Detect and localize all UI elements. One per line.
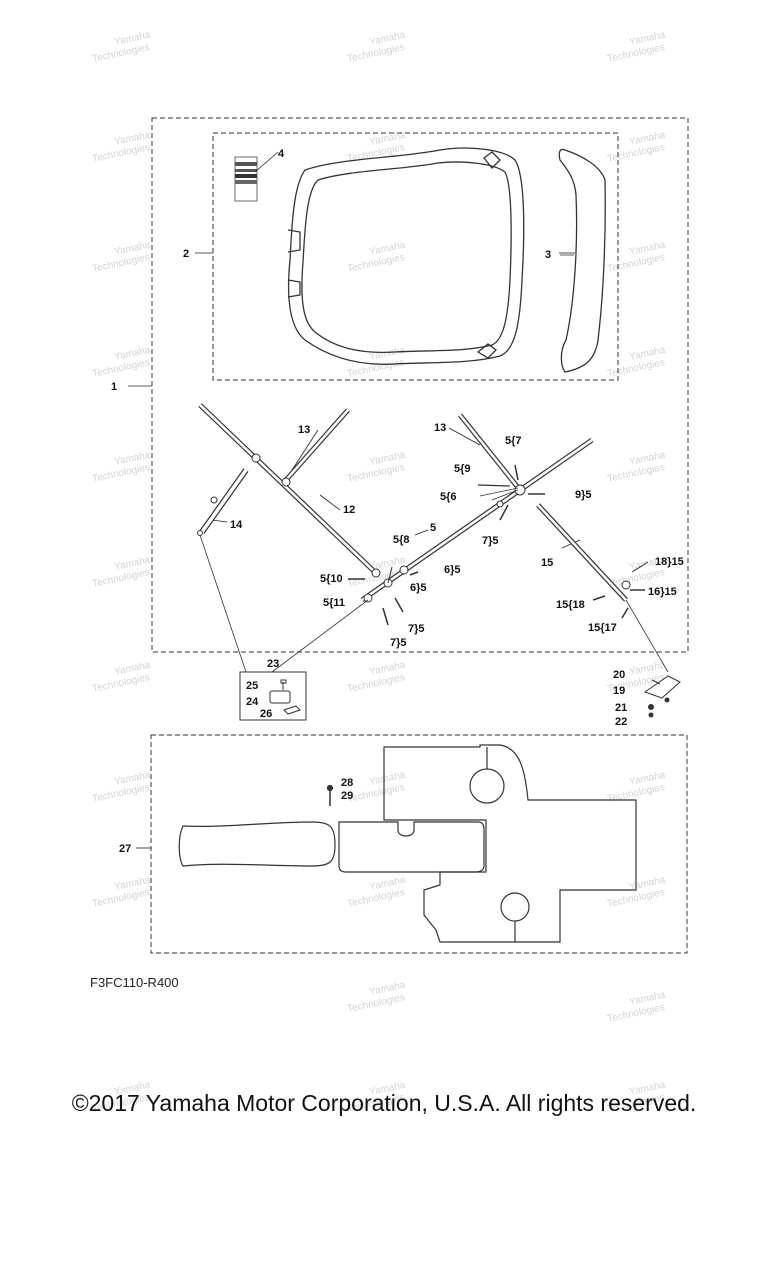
callout-13-right: 13 [434, 422, 446, 434]
callout-14: 14 [230, 519, 243, 531]
callout-7-5-top: 7}5 [482, 535, 499, 547]
callout-labels: 1 2 3 4 13 12 14 13 5{7 5{9 5{6 9}5 5 7}… [111, 148, 684, 855]
callout-5-6: 5{6 [440, 491, 457, 503]
callout-24: 24 [246, 696, 259, 708]
callout-18-15: 18}15 [655, 556, 684, 568]
frame-tubes [197, 403, 669, 673]
callout-15-18: 15{18 [556, 599, 585, 611]
callout-2: 2 [183, 248, 189, 260]
callout-4: 4 [278, 148, 285, 160]
callout-23: 23 [267, 658, 279, 670]
callout-29: 29 [341, 790, 353, 802]
leader-lines [128, 252, 581, 849]
assembly-box-2 [212, 132, 619, 381]
callout-5-8: 5{8 [393, 534, 410, 546]
callout-7-5-bottom: 7}5 [390, 637, 407, 649]
callout-1: 1 [111, 381, 117, 393]
callout-5-10: 5{10 [320, 573, 343, 585]
callout-12: 12 [343, 504, 355, 516]
callout-25: 25 [246, 680, 258, 692]
sticker-part [234, 151, 279, 202]
callout-21: 21 [615, 702, 627, 714]
assembly-box-1 [151, 117, 689, 653]
callout-27: 27 [119, 843, 131, 855]
bracket-kit-box-23 [239, 671, 307, 721]
canopy-cover-part [287, 147, 525, 365]
callout-6-5-top: 6}5 [444, 564, 461, 576]
callout-5-9: 5{9 [454, 463, 471, 475]
callout-5-11: 5{11 [323, 597, 345, 609]
callout-5-7: 5{7 [505, 435, 522, 447]
callout-5: 5 [430, 522, 436, 534]
callout-28: 28 [341, 777, 353, 789]
visor-part [558, 148, 606, 373]
callout-15-17: 15{17 [588, 622, 617, 634]
callout-9-5: 9}5 [575, 489, 592, 501]
callout-13-left: 13 [298, 424, 310, 436]
callout-7-5-mid: 7}5 [408, 623, 425, 635]
copyright-notice: ©2017 Yamaha Motor Corporation, U.S.A. A… [71, 1090, 697, 1116]
callout-26: 26 [260, 708, 272, 720]
callout-20: 20 [613, 669, 625, 681]
callout-19: 19 [613, 685, 625, 697]
bracket-kit-part [269, 679, 301, 715]
mat-set-part [178, 744, 637, 943]
diagram-code: F3FC110-R400 [90, 975, 179, 990]
assembly-box-27 [150, 734, 688, 954]
callout-16-15: 16}15 [648, 586, 677, 598]
base-mount-part [643, 675, 681, 718]
callout-15: 15 [541, 557, 553, 569]
callout-22: 22 [615, 716, 627, 728]
callout-3: 3 [545, 249, 551, 261]
callout-6-5-bottom: 6}5 [410, 582, 427, 594]
